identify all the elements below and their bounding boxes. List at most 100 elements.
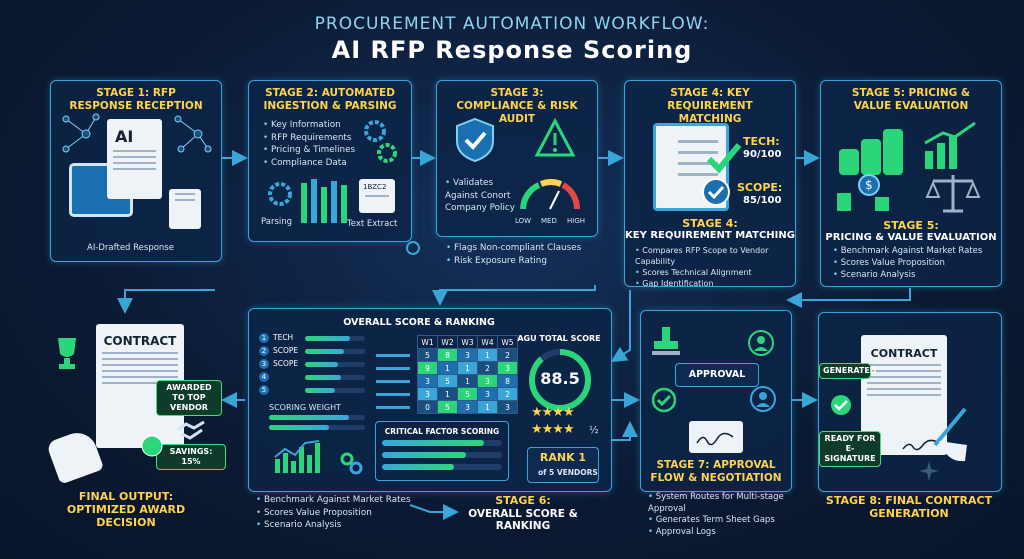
- matrix-cell: 1: [477, 400, 498, 414]
- stage1-caption: AI-Drafted Response: [87, 243, 174, 253]
- user-icon-2: [750, 386, 776, 412]
- matrix-cell: 3: [477, 374, 498, 388]
- matrix-cell: 2: [497, 387, 518, 401]
- matrix-row-lead: [375, 375, 418, 388]
- score-list-num: 4: [259, 372, 269, 382]
- stage4-title: Stage 4: Key Requirement Matching: [667, 87, 753, 125]
- network-icon: [62, 113, 100, 153]
- risk-gauge-icon: [520, 179, 581, 210]
- matrix-cell: 5: [417, 348, 438, 362]
- stage4-panel: Stage 4: Key Requirement Matching TECH: …: [624, 80, 796, 289]
- matrix-cell: 5: [437, 374, 458, 388]
- parsing-gear-icon: [268, 182, 292, 206]
- savings-badge: SAVINGS: 15%: [156, 444, 226, 470]
- score-list-label: SCOPE: [273, 346, 299, 355]
- parsing-label: Parsing: [261, 217, 293, 227]
- matrix-cell: 1: [457, 374, 478, 388]
- approval-box: APPROVAL: [675, 363, 759, 387]
- stage3-policy: Validates Against Conort Company Policy: [445, 177, 515, 215]
- matrix-row-lead: [375, 388, 418, 401]
- stage3-title: Stage 3: Compliance & Risk Audit: [456, 87, 578, 125]
- rank-box: RANK 1 of 5 VENDORS: [527, 447, 599, 483]
- arrow-stage6-title: [409, 504, 459, 520]
- coin-stack-icon: [839, 129, 909, 175]
- matrix-cell: 3: [457, 348, 478, 362]
- policy-bullet: Validates Against Conort Company Policy: [445, 177, 515, 215]
- signature-icon: [696, 432, 734, 446]
- network-icon-right: [174, 115, 212, 153]
- pen-hand-icon: [933, 407, 967, 462]
- score-list-row: 2 SCOPE: [259, 346, 369, 358]
- stage3-bullets: Flags Non-compliant Clauses Risk Exposur…: [446, 242, 581, 267]
- stamp-icon: [652, 327, 680, 355]
- matrix-corner: [375, 336, 418, 349]
- bar-chart-icon: [274, 440, 320, 473]
- matrix-cell: 1: [477, 348, 498, 362]
- stage6-bullet: Scores Value Proposition: [256, 507, 411, 520]
- stage5-subtitle1: Stage 5:: [883, 219, 939, 232]
- stage2-bullets: Key Information RFP Requirements Pricing…: [263, 119, 355, 169]
- weight-bar: [269, 425, 329, 430]
- rfp-document-icon: AI: [107, 119, 162, 199]
- seal-icon: [141, 435, 163, 457]
- matrix-cell: 0: [417, 400, 438, 414]
- check-icon: [706, 143, 742, 174]
- awarded-badge: AWARDED TO TOP VENDOR: [156, 380, 222, 416]
- stage1-title: Stage 1: RFP Response Reception: [69, 87, 203, 112]
- weight-bar: [269, 415, 349, 420]
- arrow-loop: [610, 421, 638, 441]
- final-output-area: CONTRACT AWARDED TO TOP VENDOR SAVINGS: …: [30, 310, 230, 490]
- text-extract-doc-icon: 1BZC2: [359, 179, 395, 213]
- rfp-doc-label: AI: [115, 127, 134, 146]
- matrix-cell: 9: [417, 361, 438, 375]
- stage2-bullet: Pricing & Timelines: [263, 144, 355, 157]
- user-icon: [748, 330, 774, 356]
- scoring-weight-label: Scoring Weight: [269, 403, 342, 412]
- score-list-bar: [305, 375, 341, 380]
- rating-stars-row2: ★★★★: [531, 422, 575, 437]
- stage5-title: Stage 5: Pricing & Value Evaluation: [851, 87, 971, 112]
- stage2-bullet: Compliance Data: [263, 157, 355, 170]
- matrix-cell: 8: [497, 374, 518, 388]
- stack-document-icon: [169, 189, 201, 229]
- matrix-cell: 3: [497, 400, 518, 414]
- matrix-header: W3: [457, 335, 478, 349]
- score-list-row: 5: [259, 385, 369, 397]
- final-contract-label: CONTRACT: [103, 334, 177, 348]
- approval-label: APPROVAL: [688, 369, 746, 380]
- matrix-cell: 3: [417, 374, 438, 388]
- check-circle-icon: [831, 395, 851, 415]
- ready-badge: READY FOR E-SIGNATURE: [819, 431, 881, 467]
- critical-bar: [382, 464, 454, 470]
- avg-score-label: AGU TOTAL SCORE: [517, 334, 601, 343]
- stage4-bullet: Gap Identification: [635, 278, 795, 289]
- arrow-5-6: [786, 288, 911, 308]
- stage7-title: Stage 7: Approval Flow & Negotiation: [650, 459, 782, 484]
- score-list-num: 5: [259, 385, 269, 395]
- stage8-title: Stage 8: Final Contract Generation: [825, 494, 993, 520]
- stage7-bullet: System Routes for Multi-stage Approval: [648, 492, 788, 515]
- check-circle-icon: [702, 178, 730, 206]
- critical-bars: [382, 440, 502, 476]
- stage2-bullet: RFP Requirements: [263, 132, 355, 145]
- score-list-bar: [305, 336, 350, 341]
- scope-score: 85/100: [743, 195, 782, 206]
- rating-half: ½: [589, 425, 599, 436]
- gauge-low: LOW: [515, 217, 532, 225]
- matrix-cell: 5: [437, 400, 458, 414]
- score-list-num: 2: [259, 346, 269, 356]
- stage1-panel: Stage 1: RFP Response Reception AI AI-Dr…: [50, 80, 222, 262]
- stage6-panel-title: Overall Score & Ranking: [343, 317, 495, 328]
- score-list-bar: [305, 388, 335, 393]
- matrix-cell: 2: [477, 361, 498, 375]
- rating-stars: ★★★★★★★★: [531, 405, 601, 437]
- arrow-to-final: [117, 289, 215, 314]
- score-list-track: [305, 388, 365, 393]
- matrix-header: W2: [437, 335, 458, 349]
- critical-factor-box: Critical Factor Scoring: [375, 421, 509, 481]
- doc-code: 1BZC2: [363, 183, 387, 191]
- score-list-bar: [305, 349, 344, 354]
- contract-doc-icon: CONTRACT: [861, 335, 947, 455]
